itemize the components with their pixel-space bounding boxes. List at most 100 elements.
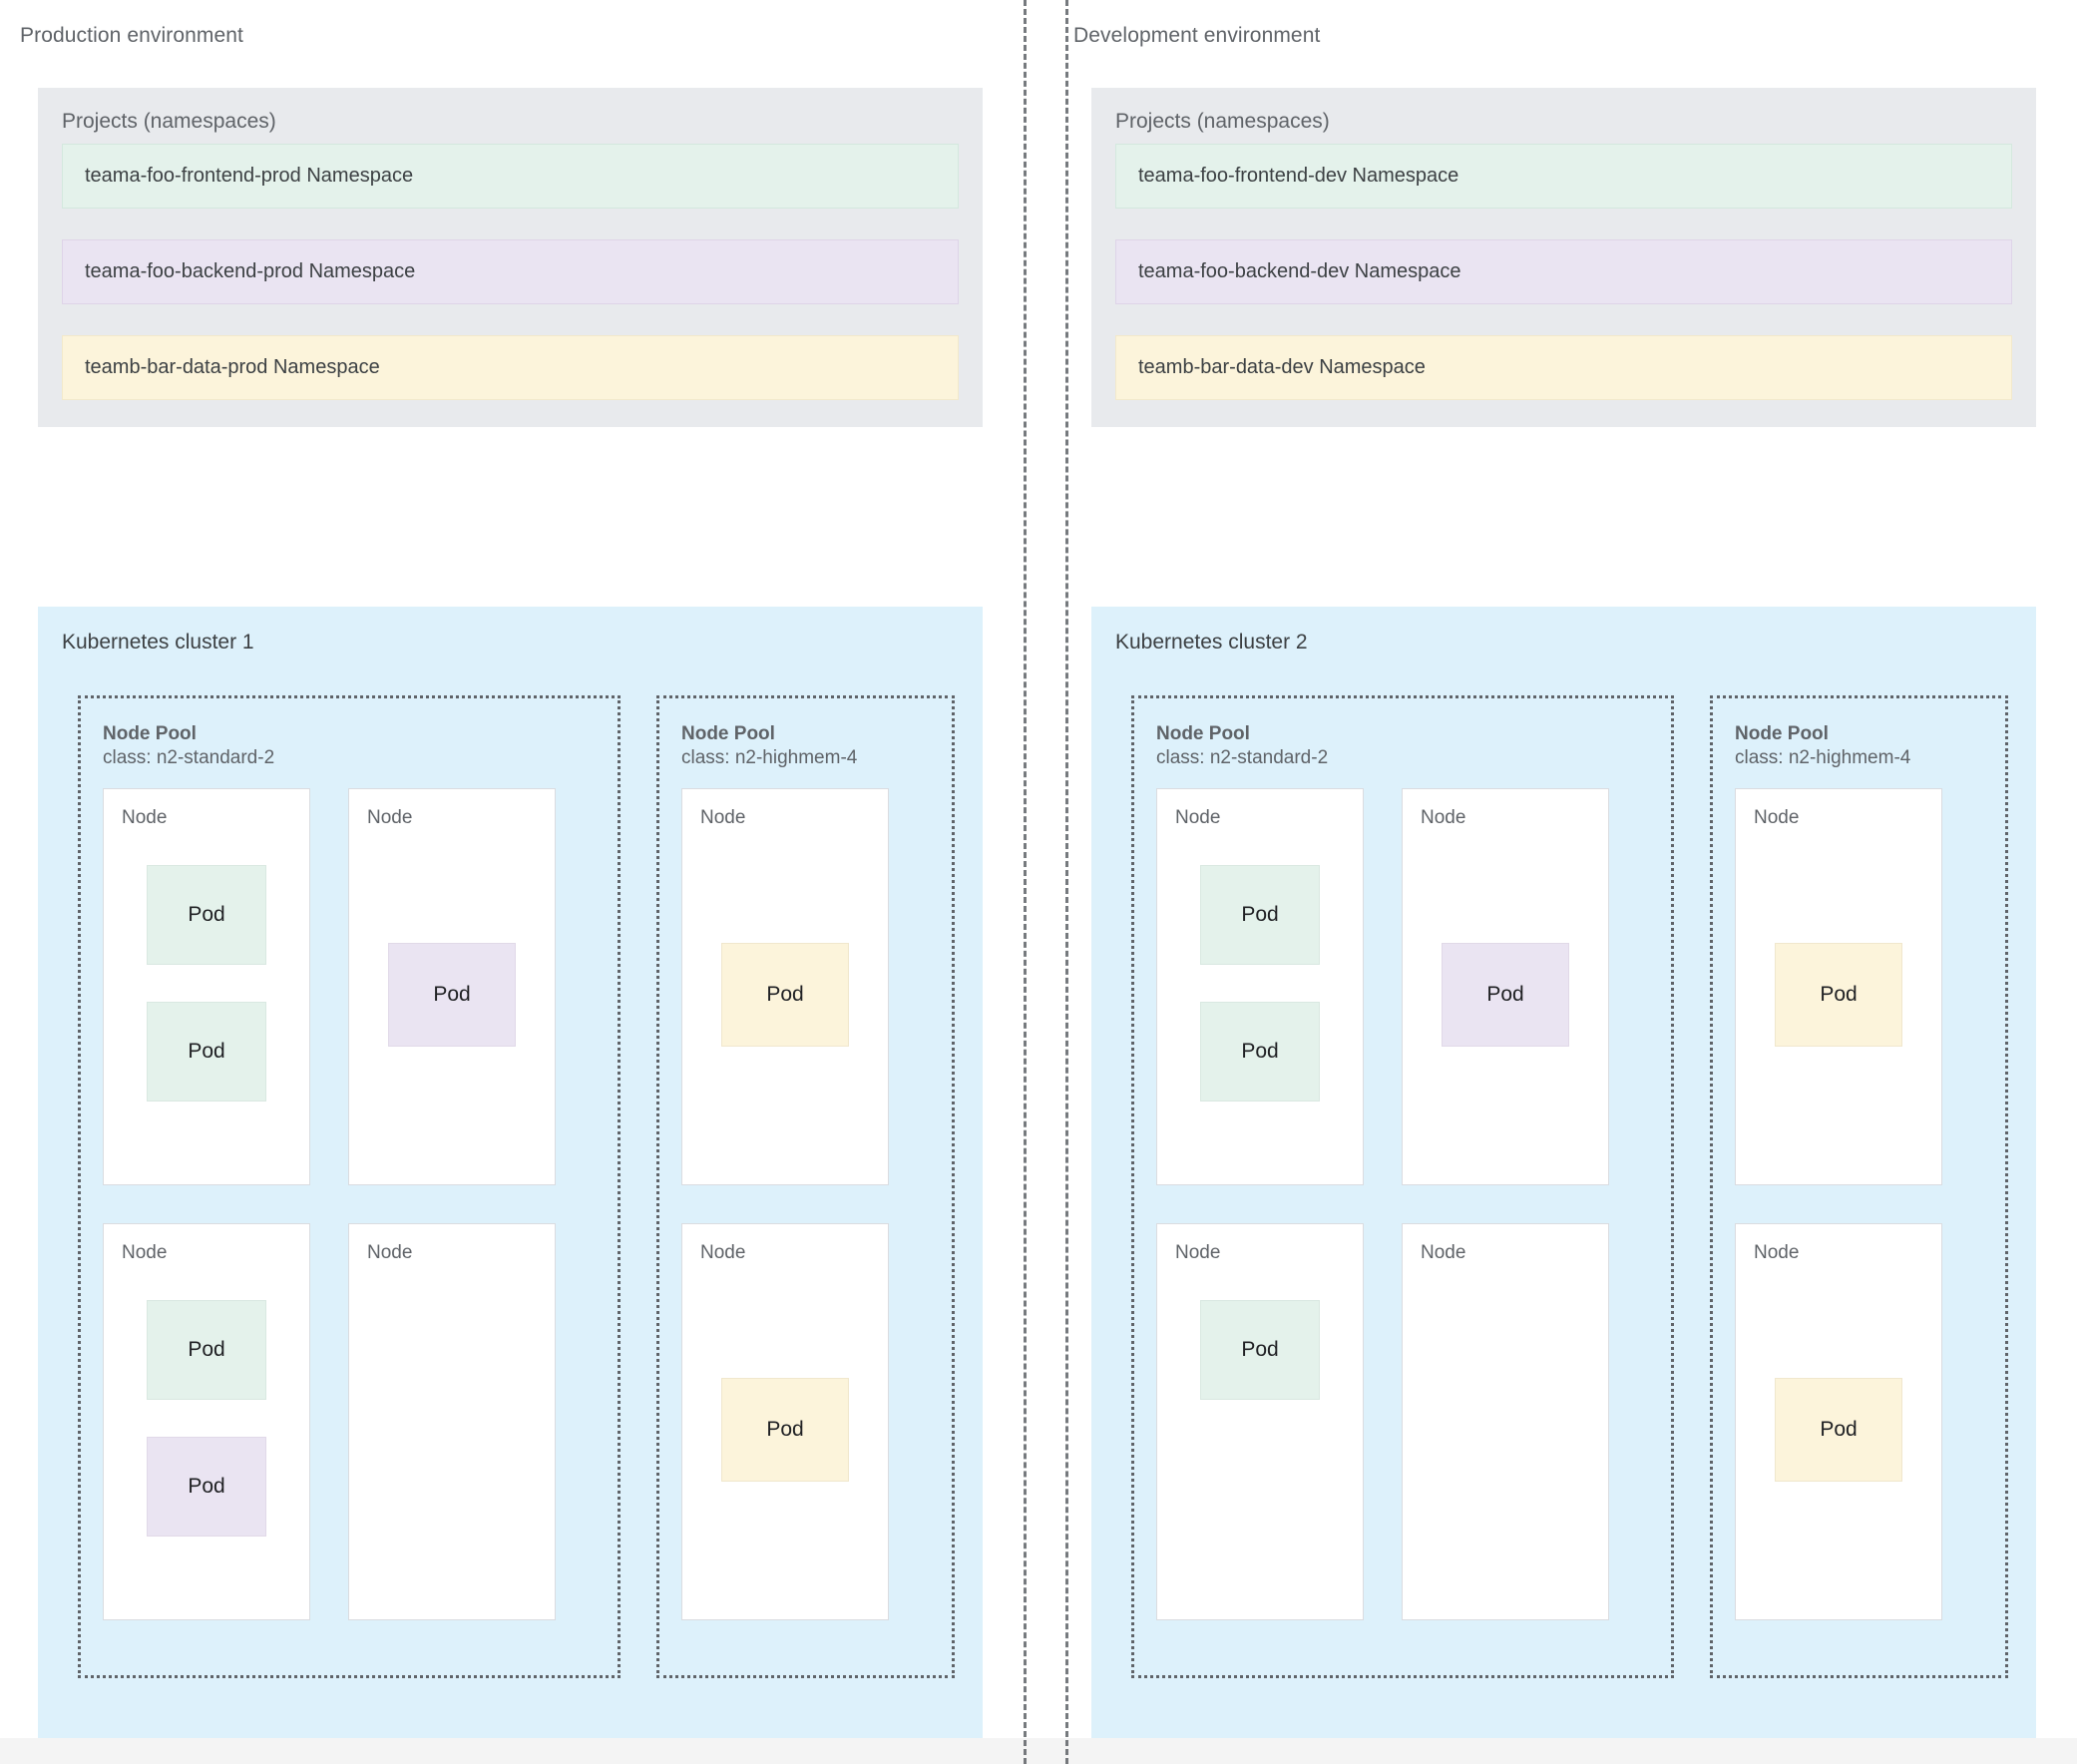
node[interactable]: Node Pod [681, 1222, 889, 1620]
pod[interactable]: Pod [1200, 864, 1320, 965]
namespace-label: teama-foo-backend-prod Namespace [85, 260, 416, 282]
pod-label: Pod [1241, 1039, 1279, 1063]
node-label: Node [700, 1241, 746, 1263]
node-pool-class: class: n2-standard-2 [1156, 746, 1329, 768]
pod-label: Pod [1486, 982, 1524, 1006]
node-label: Node [1754, 806, 1800, 828]
node-label: Node [1175, 1241, 1221, 1263]
environment-development: Development environment Projects (namesp… [1053, 0, 2077, 1764]
node[interactable]: Node Pod [1402, 787, 1609, 1185]
pod[interactable]: Pod [147, 1436, 266, 1537]
namespace-row[interactable]: teamb-bar-data-prod Namespace [62, 335, 959, 400]
namespace-row[interactable]: teama-foo-backend-dev Namespace [1115, 239, 2012, 304]
environment-production: Production environment Projects (namespa… [0, 0, 1024, 1764]
node[interactable]: Node Pod [681, 787, 889, 1185]
namespace-row[interactable]: teama-foo-backend-prod Namespace [62, 239, 959, 304]
namespace-label: teama-foo-backend-dev Namespace [1138, 260, 1461, 282]
pod-list: Pod [1736, 1280, 1941, 1619]
pod[interactable]: Pod [1775, 942, 1902, 1047]
pod[interactable]: Pod [147, 1299, 266, 1400]
projects-panel-title: Projects (namespaces) [62, 110, 276, 133]
node-pool-header: Node Pool class: n2-standard-2 [1156, 722, 1649, 770]
namespace-label: teamb-bar-data-prod Namespace [85, 356, 380, 378]
pod-list: Pod [1157, 1280, 1363, 1619]
node-label: Node [1421, 806, 1466, 828]
pod-list: Pod Pod [104, 1280, 309, 1619]
pod-list [349, 1280, 555, 1619]
pod-list: Pod Pod [1157, 845, 1363, 1184]
pod-label: Pod [1820, 1417, 1858, 1441]
node-pool-name: Node Pool [103, 723, 197, 744]
projects-panel: Projects (namespaces) teama-foo-frontend… [1091, 88, 2036, 427]
node-pool-class: class: n2-standard-2 [103, 746, 275, 768]
node[interactable]: Node Pod Pod [103, 787, 310, 1185]
kubernetes-cluster-panel: Kubernetes cluster 2 Node Pool class: n2… [1091, 607, 2036, 1738]
pod[interactable]: Pod [1200, 1001, 1320, 1102]
node-pool: Node Pool class: n2-highmem-4 Node Pod N… [656, 695, 955, 1678]
node-label: Node [122, 1241, 168, 1263]
node-pool-name: Node Pool [1156, 723, 1250, 744]
node[interactable]: Node [1402, 1222, 1609, 1620]
node-pool: Node Pool class: n2-highmem-4 Node Pod N… [1710, 695, 2008, 1678]
node[interactable]: Node [348, 1222, 556, 1620]
node-label: Node [1421, 1241, 1466, 1263]
pod-list [1403, 1280, 1608, 1619]
node-pool-header: Node Pool class: n2-highmem-4 [681, 722, 930, 770]
pod-label: Pod [188, 1474, 225, 1498]
pod-list: Pod [1403, 845, 1608, 1184]
node[interactable]: Node Pod [1156, 1222, 1364, 1620]
pod-label: Pod [188, 1039, 225, 1063]
node[interactable]: Node Pod Pod [103, 1222, 310, 1620]
pod[interactable]: Pod [1200, 1299, 1320, 1400]
node[interactable]: Node Pod [348, 787, 556, 1185]
pod-label: Pod [766, 1417, 804, 1441]
node-pool: Node Pool class: n2-standard-2 Node Pod … [78, 695, 621, 1678]
namespace-label: teama-foo-frontend-prod Namespace [85, 165, 414, 187]
pod[interactable]: Pod [721, 942, 849, 1047]
node[interactable]: Node Pod [1735, 1222, 1942, 1620]
pod[interactable]: Pod [721, 1377, 849, 1482]
node-pool-container: Node Pool class: n2-standard-2 Node Pod … [78, 695, 955, 1678]
pod-label: Pod [766, 982, 804, 1006]
pod-list: Pod Pod [104, 845, 309, 1184]
node-pool-class: class: n2-highmem-4 [1735, 746, 1911, 768]
pod-list: Pod [1736, 845, 1941, 1184]
pod-label: Pod [1241, 902, 1279, 926]
pod[interactable]: Pod [1775, 1377, 1902, 1482]
namespace-row[interactable]: teamb-bar-data-dev Namespace [1115, 335, 2012, 400]
namespace-row[interactable]: teama-foo-frontend-prod Namespace [62, 144, 959, 209]
pod-label: Pod [188, 902, 225, 926]
namespace-list: teama-foo-frontend-prod Namespace teama-… [62, 144, 959, 400]
node-pool-header: Node Pool class: n2-standard-2 [103, 722, 596, 770]
node[interactable]: Node Pod [1735, 787, 1942, 1185]
pod-list: Pod [682, 845, 888, 1184]
pod[interactable]: Pod [388, 942, 516, 1047]
node-pool-class: class: n2-highmem-4 [681, 746, 858, 768]
pod-label: Pod [188, 1337, 225, 1361]
environment-divider-right [1065, 0, 1068, 1764]
node-pool: Node Pool class: n2-standard-2 Node Pod … [1131, 695, 1674, 1678]
pod[interactable]: Pod [1442, 942, 1569, 1047]
namespace-label: teama-foo-frontend-dev Namespace [1138, 165, 1459, 187]
node-label: Node [367, 806, 413, 828]
node-grid: Node Pod Pod Node Pod [1156, 787, 1649, 1620]
projects-panel-title: Projects (namespaces) [1115, 110, 1330, 133]
namespace-row[interactable]: teama-foo-frontend-dev Namespace [1115, 144, 2012, 209]
environment-title: Production environment [20, 24, 243, 47]
pod-list: Pod [349, 845, 555, 1184]
node-grid: Node Pod Node Pod [681, 787, 930, 1620]
pod[interactable]: Pod [147, 864, 266, 965]
namespace-list: teama-foo-frontend-dev Namespace teama-f… [1115, 144, 2012, 400]
pod[interactable]: Pod [147, 1001, 266, 1102]
kubernetes-cluster-panel: Kubernetes cluster 1 Node Pool class: n2… [38, 607, 983, 1738]
pod-label: Pod [433, 982, 471, 1006]
node[interactable]: Node Pod Pod [1156, 787, 1364, 1185]
cluster-title: Kubernetes cluster 2 [1115, 631, 1308, 654]
node-label: Node [1175, 806, 1221, 828]
node-label: Node [122, 806, 168, 828]
node-pool-name: Node Pool [681, 723, 775, 744]
page-background-strip [0, 1738, 2077, 1764]
node-label: Node [700, 806, 746, 828]
pod-label: Pod [1820, 982, 1858, 1006]
